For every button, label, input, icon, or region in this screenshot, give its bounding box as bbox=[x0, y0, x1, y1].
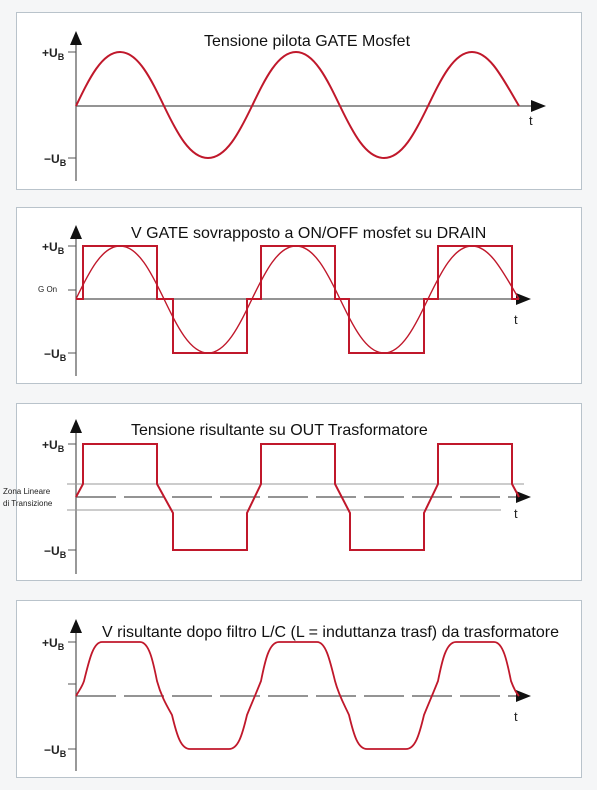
zone-label: Zona Lineare di Transizione bbox=[3, 487, 53, 508]
svg-text:+UB: +UB bbox=[42, 438, 65, 454]
svg-text:t: t bbox=[514, 506, 518, 521]
panel-title: V risultante dopo filtro L/C (L = indutt… bbox=[102, 624, 559, 641]
panel-transformer-out: Tensione risultante su OUT Trasformatore… bbox=[3, 403, 582, 581]
svg-text:−UB: −UB bbox=[44, 152, 67, 168]
panel-title: Tensione pilota GATE Mosfet bbox=[204, 33, 411, 50]
svg-text:+UB: +UB bbox=[42, 46, 65, 62]
svg-text:+UB: +UB bbox=[42, 636, 65, 652]
panel-gate-drain: V GATE sovrapposto a ON/OFF mosfet su DR… bbox=[16, 207, 582, 384]
panel-gate-drive: Tensione pilota GATE Mosfet +UB −UB t bbox=[16, 12, 582, 190]
svg-text:−UB: −UB bbox=[44, 347, 67, 363]
svg-text:−UB: −UB bbox=[44, 544, 67, 560]
svg-text:t: t bbox=[514, 709, 518, 724]
x-axis-arrow-icon bbox=[531, 100, 546, 112]
filtered-chart: +UB −UB t bbox=[42, 619, 531, 771]
svg-text:t: t bbox=[529, 113, 533, 128]
svg-text:+UB: +UB bbox=[42, 240, 65, 256]
trapezoid-chart: +UB −UB t bbox=[42, 419, 531, 574]
overlay-chart: +UB G On −UB t bbox=[38, 225, 531, 376]
g-on-label: G On bbox=[38, 285, 57, 294]
svg-text:−UB: −UB bbox=[44, 743, 67, 759]
panel-title: Tensione risultante su OUT Trasformatore bbox=[131, 422, 428, 439]
panel-filtered-out: V risultante dopo filtro L/C (L = indutt… bbox=[16, 600, 582, 778]
sine-chart: +UB −UB t bbox=[42, 31, 546, 181]
y-axis-arrow-icon bbox=[70, 31, 82, 45]
panel-title: V GATE sovrapposto a ON/OFF mosfet su DR… bbox=[131, 225, 487, 242]
svg-text:t: t bbox=[514, 312, 518, 327]
